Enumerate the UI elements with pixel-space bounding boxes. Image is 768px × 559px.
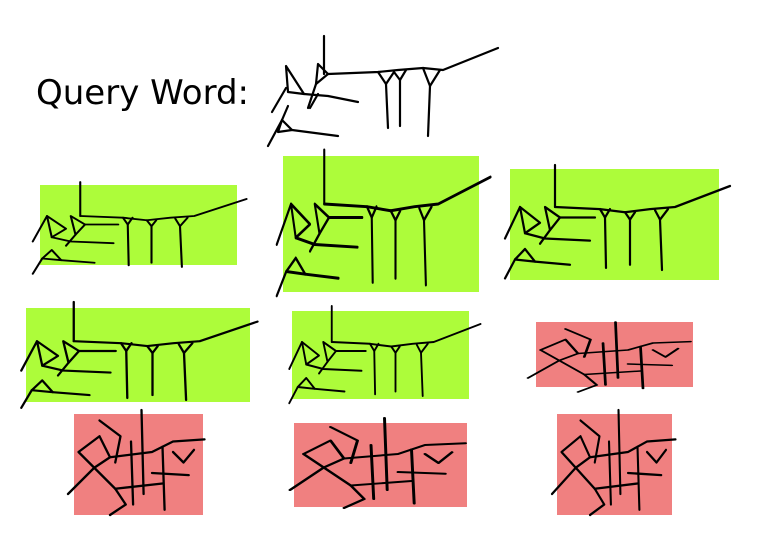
result-box-r3c3: [557, 414, 672, 515]
result-box-r3c1: [74, 414, 203, 515]
result-box-r1c1: [40, 185, 237, 265]
result-box-r2c2: [292, 311, 469, 399]
query-word-image: [266, 34, 500, 148]
result-box-r1c3: [510, 169, 719, 280]
result-box-r3c2: [294, 423, 467, 507]
result-box-r2c3: [536, 322, 693, 387]
query-word-label: Query Word:: [36, 73, 249, 113]
result-box-r1c2: [283, 156, 479, 292]
result-box-r2c1: [26, 308, 250, 402]
